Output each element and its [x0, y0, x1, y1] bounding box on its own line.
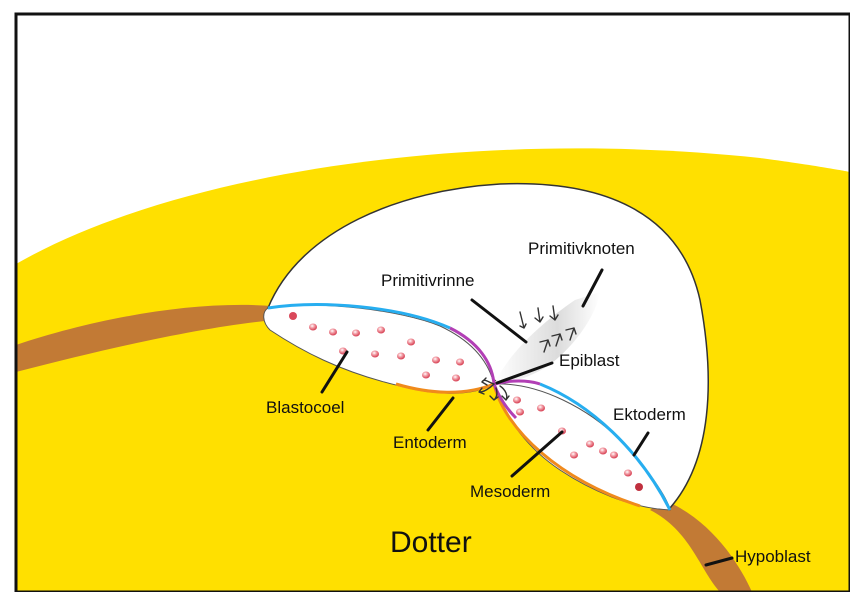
label-blastocoel: Blastocoel [266, 398, 344, 417]
label-ektoderm: Ektoderm [613, 405, 686, 424]
label-dotter: Dotter [390, 526, 472, 559]
label-mesoderm: Mesoderm [470, 482, 550, 501]
label-primitivrinne: Primitivrinne [381, 271, 475, 290]
label-entoderm: Entoderm [393, 433, 467, 452]
label-epiblast: Epiblast [559, 351, 620, 370]
label-hypoblast: Hypoblast [735, 547, 811, 566]
label-primitivknoten: Primitivknoten [528, 239, 635, 258]
